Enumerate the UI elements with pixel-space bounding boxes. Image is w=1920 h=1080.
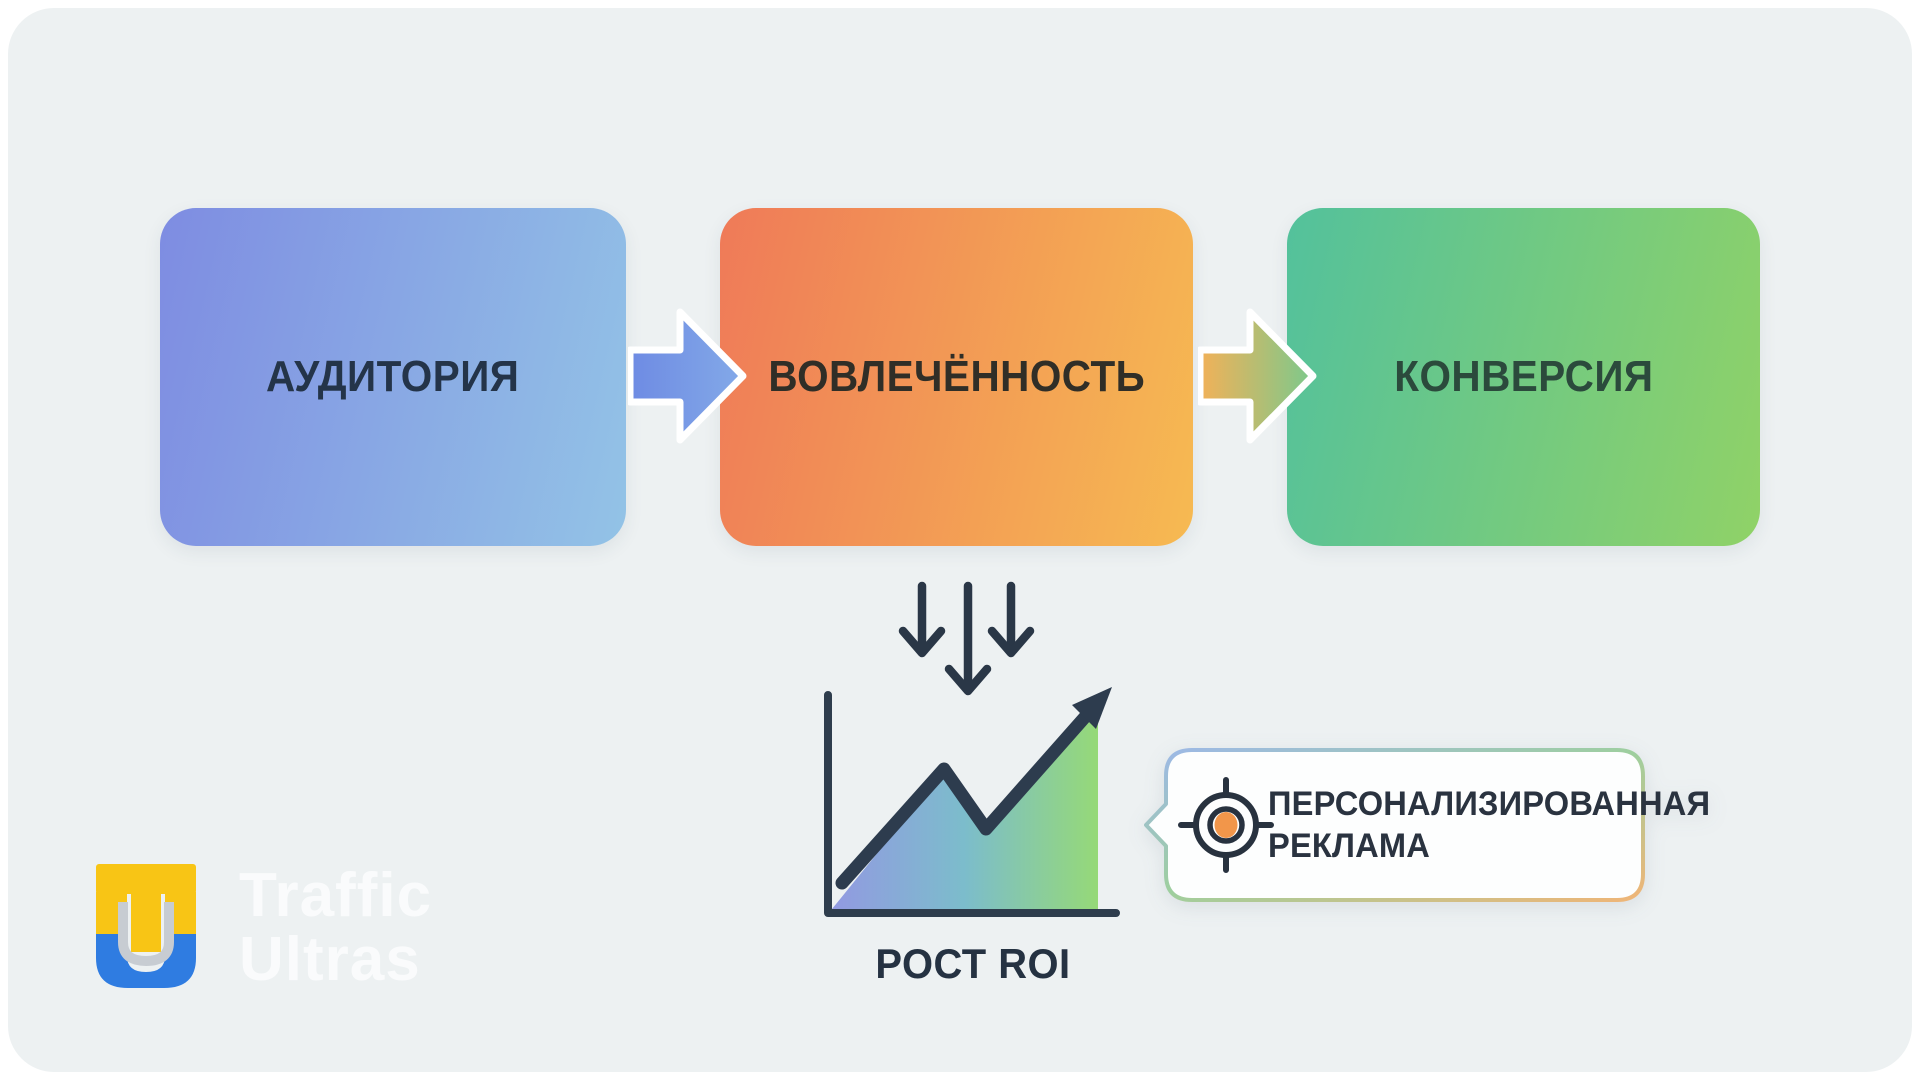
funnel-box-engagement: ВОВЛЕЧЁННОСТЬ (720, 208, 1193, 546)
logo-word-traffic: Traffic (239, 861, 433, 930)
callout-pointer (1144, 748, 1645, 902)
traffic-ultras-logo-mark-icon (96, 864, 196, 988)
funnel-box-engagement-label: ВОВЛЕЧЁННОСТЬ (768, 352, 1145, 401)
right-arrow-icon-audience-to-engagement (628, 308, 747, 444)
right-arrow-icon-engagement-to-conversion (1198, 308, 1317, 444)
funnel-box-conversion-label: КОНВЕРСИЯ (1393, 352, 1654, 401)
target-icon (1178, 777, 1274, 873)
roi-growth-chart-icon (824, 687, 1120, 917)
personalized-ads-callout: ПЕРСОНАЛИЗИРОВАННАЯ РЕКЛАМА (1138, 742, 1711, 908)
chart-trend-line (835, 710, 1092, 890)
infographic-card: АУДИТОРИЯ ВОВЛЕЧЁННОСТЬ КОНВЕРСИЯ (8, 8, 1912, 1072)
target-center-dot (1214, 812, 1238, 838)
callout-text: ПЕРСОНАЛИЗИРОВАННАЯ РЕКЛАМА (1268, 742, 1711, 908)
funnel-box-audience-label: АУДИТОРИЯ (266, 352, 520, 401)
chart-axes (824, 691, 1120, 917)
funnel-box-conversion: КОНВЕРСИЯ (1287, 208, 1760, 546)
logo-word-ultras: Ultras (239, 925, 421, 994)
traffic-ultras-logo: Traffic Ultras (91, 858, 432, 992)
chart-trend-arrowhead (1072, 687, 1112, 729)
traffic-ultras-wordmark: Traffic Ultras (239, 864, 432, 992)
callout-text-line2: РЕКЛАМА (1268, 827, 1431, 865)
callout-bubble-shape (1144, 748, 1645, 902)
roi-chart-label: РОСТ ROI (875, 940, 1071, 987)
down-arrows-icon (898, 581, 1035, 696)
callout-text-line1: ПЕРСОНАЛИЗИРОВАННАЯ (1268, 785, 1711, 823)
funnel-box-audience: АУДИТОРИЯ (160, 208, 626, 546)
